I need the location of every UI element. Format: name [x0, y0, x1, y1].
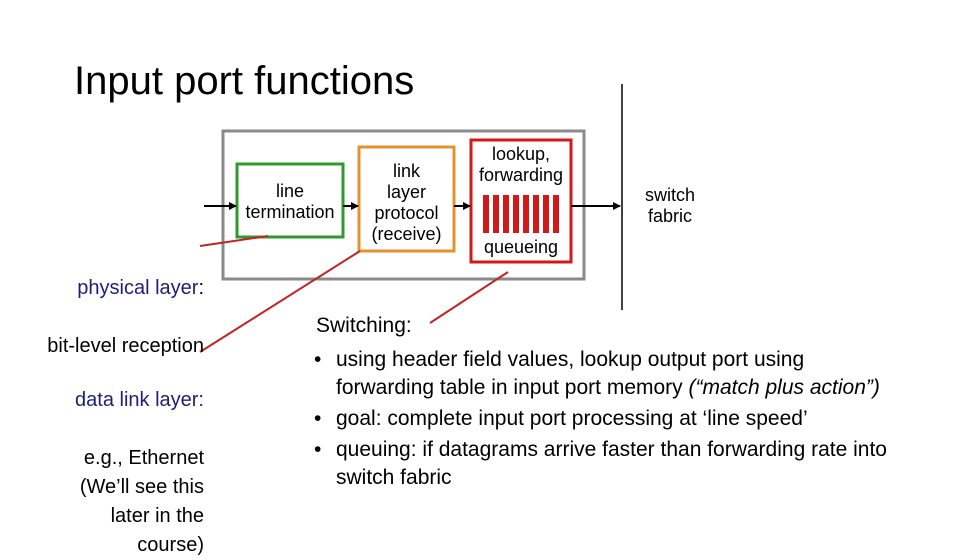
switching-bullets: • using header field values, lookup outpu…: [308, 346, 888, 495]
bullet-item: • queuing: if datagrams arrive faster tha…: [308, 436, 888, 492]
switching-pointer: [429, 271, 509, 324]
queueing-label: queueing: [483, 237, 559, 257]
lookup-forwarding-box: [469, 138, 573, 264]
queue-bar: [523, 195, 529, 233]
switch-fabric-label: switch fabric: [644, 185, 695, 226]
physical-layer-desc: bit-level reception: [47, 335, 204, 357]
data-link-layer-note: data link layer: e.g., Ethernet (We’ll s…: [4, 357, 204, 560]
lookup-forwarding-label: lookup, forwarding: [478, 144, 564, 185]
physical-layer-pointer: [199, 235, 269, 247]
bullet-dot: •: [314, 407, 322, 430]
page-title: Input port functions: [74, 59, 415, 103]
queue-bar: [483, 195, 489, 233]
physical-layer-colon: :: [198, 277, 204, 299]
data-link-layer-title: data link layer:: [75, 389, 204, 411]
bullet-item: • using header field values, lookup outpu…: [308, 346, 888, 402]
physical-layer-note: physical layer: bit-level reception: [4, 245, 204, 361]
queue-bar: [503, 195, 509, 233]
queue-bar: [553, 195, 559, 233]
link-layer-box: [357, 145, 456, 253]
input-port-diagram: [199, 84, 623, 353]
bullet-dot: •: [314, 348, 322, 371]
bullet-item: • goal: complete input port processing at…: [308, 405, 888, 433]
queue-bar: [543, 195, 549, 233]
line-termination-label: line termination: [245, 181, 335, 222]
bullet-dot: •: [314, 438, 322, 461]
switching-title: Switching:: [316, 314, 412, 337]
link-layer-label: link layer protocol (receive): [371, 161, 442, 244]
data-link-layer-pointer: [199, 250, 361, 353]
bullet-text: queuing: if datagrams arrive faster than…: [336, 438, 887, 489]
physical-layer-title: physical layer: [77, 277, 199, 299]
bullet-text: using header field values, lookup output…: [336, 348, 805, 399]
queue-bar: [513, 195, 519, 233]
queue-bar: [493, 195, 499, 233]
bullet-text: goal: complete input port processing at …: [336, 407, 808, 430]
queue-bar: [533, 195, 539, 233]
line-termination-box: [235, 162, 345, 239]
bullet-italic: (“match plus action”): [688, 376, 880, 399]
queue-bars: [483, 195, 559, 233]
